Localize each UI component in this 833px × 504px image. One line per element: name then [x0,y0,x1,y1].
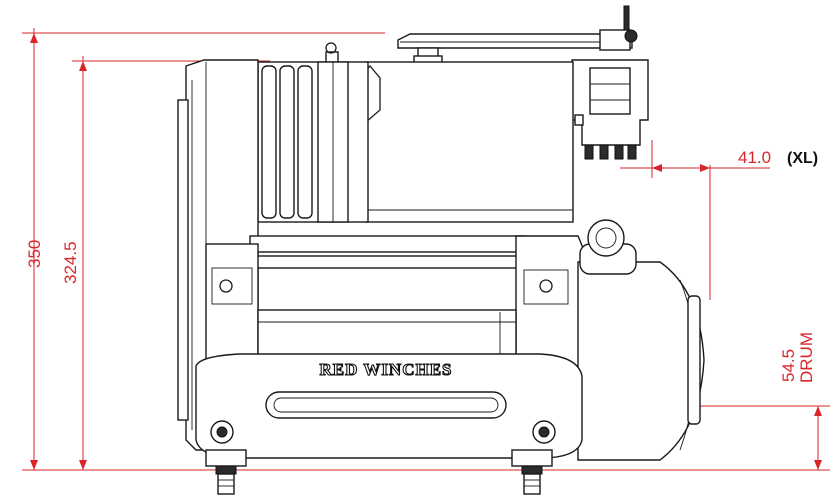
dim-drum-label: DRUM [797,332,816,383]
winch-body [177,5,705,495]
dim-overall-height: 350 [25,240,44,268]
dim-offset: 41.0 [738,148,771,167]
dim-motor-height: 324.5 [61,241,80,284]
dim-offset-note: (XL) [787,150,818,167]
brand-logo-text: RED WINCHES [319,360,452,379]
dimension-lines [22,28,830,471]
dim-drum-value: 54.5 [779,349,798,382]
